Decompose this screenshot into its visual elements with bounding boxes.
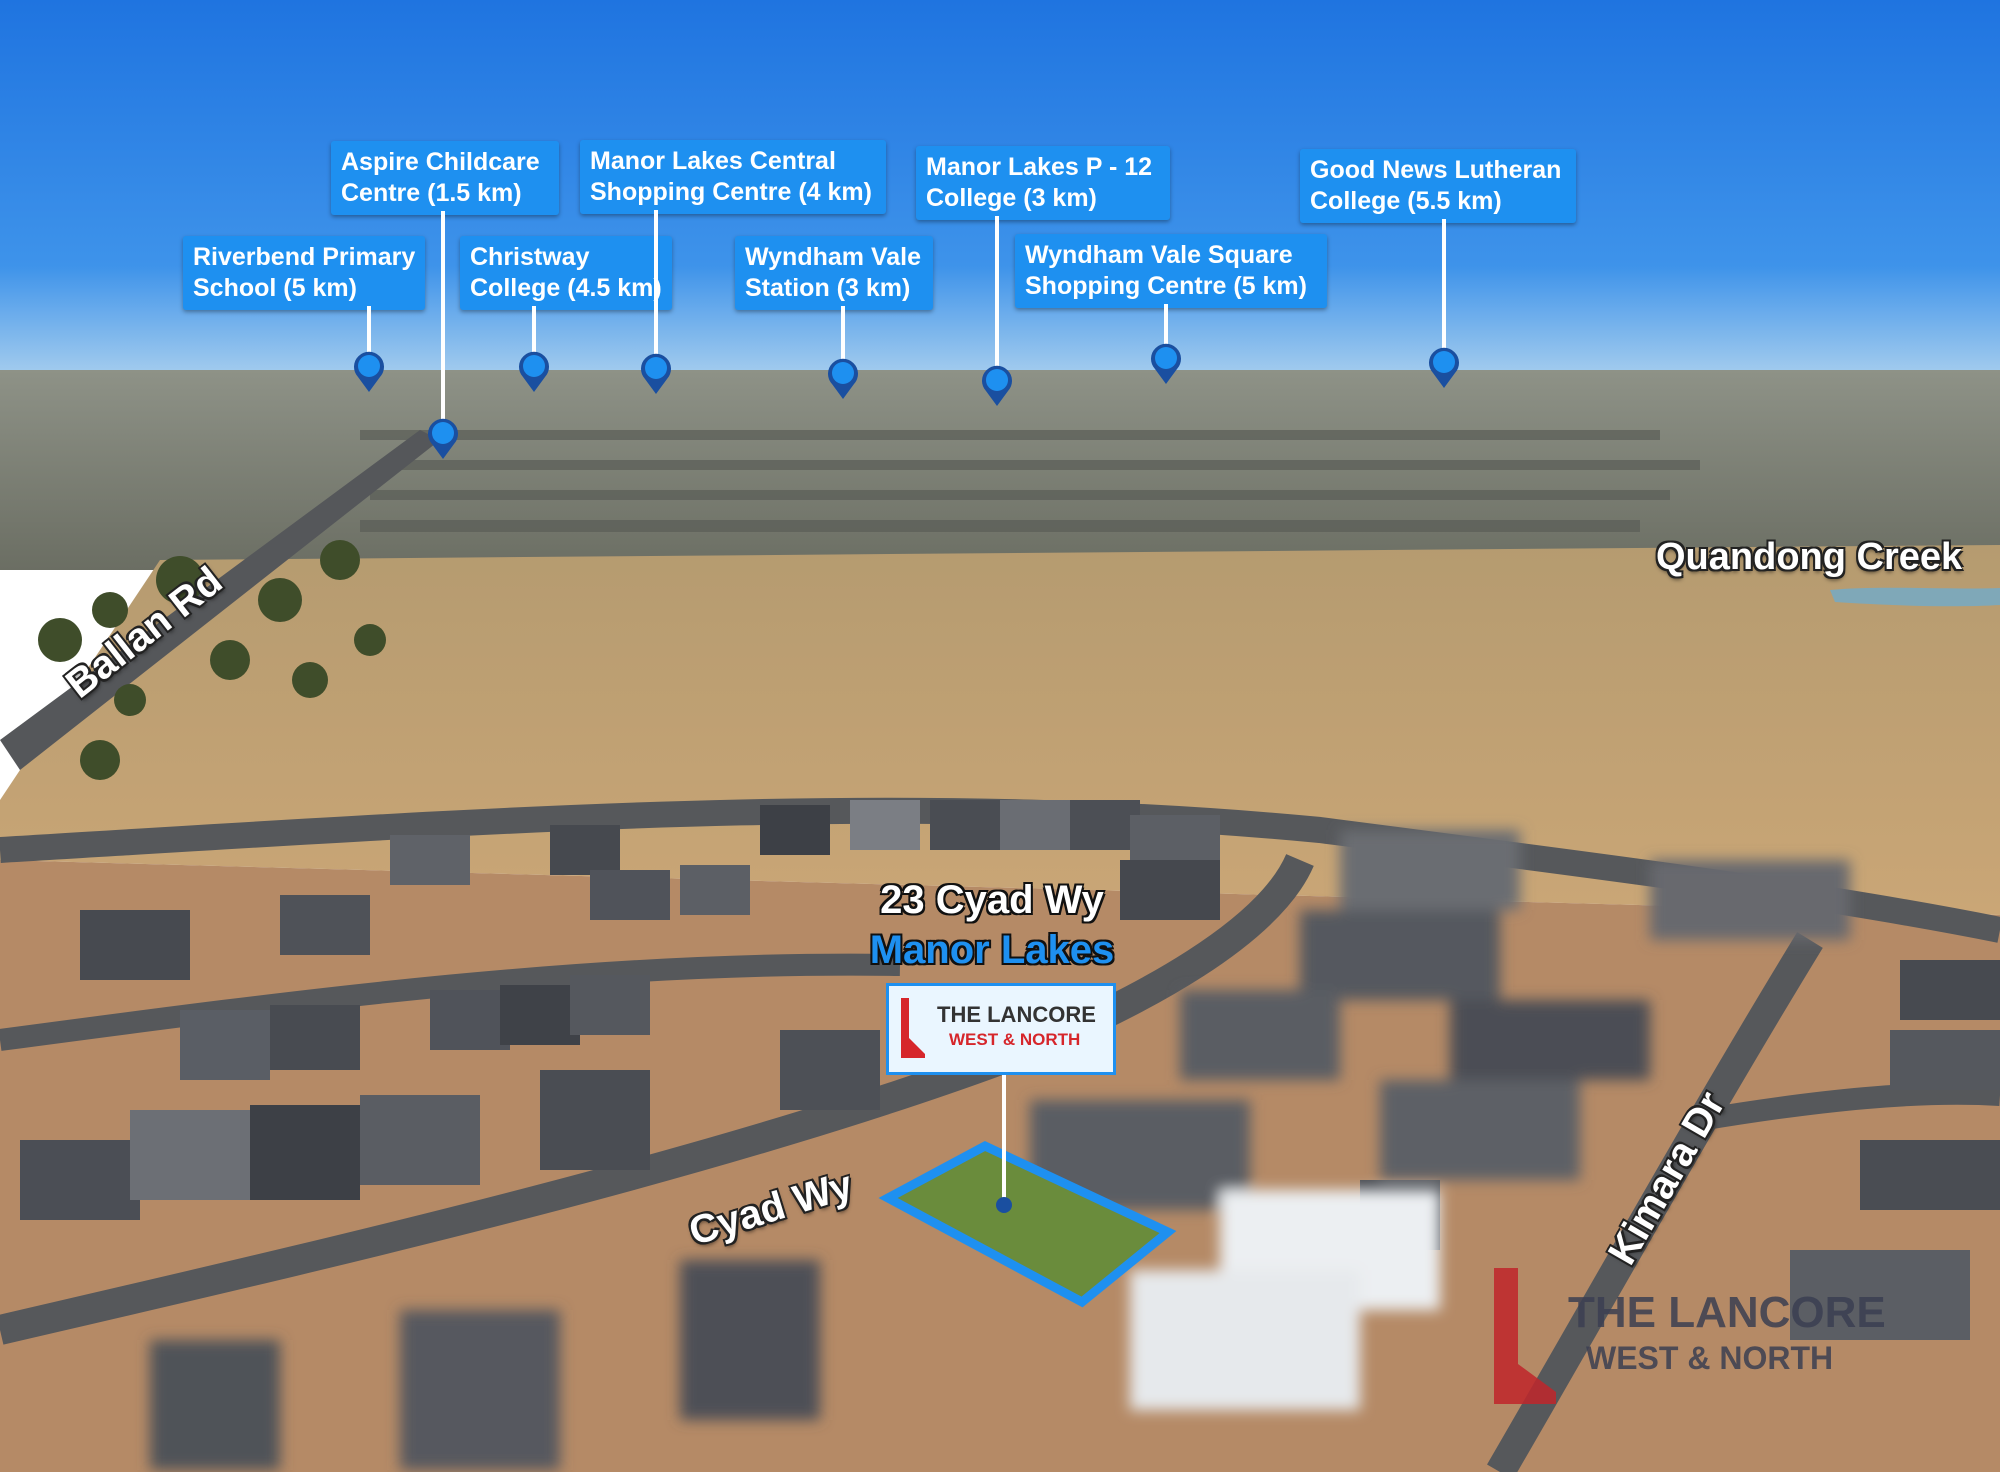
quandong-creek-water <box>1830 587 2000 607</box>
poi-christway-line <box>532 306 536 356</box>
location-pin-icon <box>641 353 671 394</box>
poi-aspire-line <box>441 211 445 420</box>
location-pin-icon <box>354 351 384 392</box>
location-pin-icon <box>428 418 458 459</box>
poi-manor-lakes-central: Manor Lakes Central Shopping Centre (4 k… <box>580 140 886 214</box>
lancore-watermark-sub: WEST & NORTH <box>1586 1340 1834 1376</box>
poi-manor-central-line <box>654 210 658 356</box>
poi-manor-college-line <box>995 216 999 368</box>
lancore-logo-name: THE LANCORE <box>937 1002 1096 1027</box>
property-marker-dot <box>996 1197 1012 1213</box>
lancore-watermark: THE LANCORE WEST & NORTH <box>1490 1268 1886 1408</box>
lancore-watermark-icon <box>1494 1268 1556 1404</box>
houses-left <box>20 800 1440 1250</box>
lancore-logo-card: THE LANCORE WEST & NORTH <box>886 983 1116 1075</box>
poi-aspire-childcare: Aspire Childcare Centre (1.5 km) <box>331 141 559 215</box>
poi-good-news-lutheran: Good News Lutheran College (5.5 km) <box>1300 149 1576 223</box>
quandong-creek-label: Quandong Creek <box>1656 536 1963 578</box>
roadside-trees <box>38 540 386 780</box>
ballan-road <box>0 430 440 770</box>
property-address-suburb: Manor Lakes <box>869 928 1115 972</box>
poi-wyndham-vale-station: Wyndham Vale Station (3 km) <box>735 236 933 310</box>
poi-wyndham-vale-square: Wyndham Vale Square Shopping Centre (5 k… <box>1015 234 1327 308</box>
location-pin-icon <box>519 351 549 392</box>
location-pin-icon <box>1151 343 1181 384</box>
poi-riverbend-line <box>367 306 371 356</box>
lancore-logo-icon <box>901 998 925 1058</box>
cyad-way-road <box>0 853 1314 1345</box>
houses-right <box>1790 960 2000 1340</box>
right-cross-road <box>1698 1082 2000 1131</box>
location-pin-icon <box>982 365 1012 406</box>
location-pin-icon <box>1429 347 1459 388</box>
poi-station-line <box>841 306 845 361</box>
location-pin-icon <box>828 358 858 399</box>
poi-riverbend-primary: Riverbend Primary School (5 km) <box>183 236 425 310</box>
poi-square-line <box>1164 304 1168 348</box>
suburb-rooftops <box>360 430 1700 532</box>
lancore-watermark-name: THE LANCORE <box>1568 1288 1886 1337</box>
poi-christway-college: Christway College (4.5 km) <box>460 236 672 310</box>
poi-lutheran-line <box>1442 219 1446 349</box>
poi-manor-lakes-college: Manor Lakes P - 12 College (3 km) <box>916 146 1170 220</box>
blurred-houses <box>150 830 1850 1470</box>
lancore-logo-sub: WEST & NORTH <box>949 1030 1081 1049</box>
property-address-street: 23 Cyad Wy <box>880 878 1104 922</box>
property-lot <box>878 1140 1177 1308</box>
inner-road <box>0 953 901 1051</box>
